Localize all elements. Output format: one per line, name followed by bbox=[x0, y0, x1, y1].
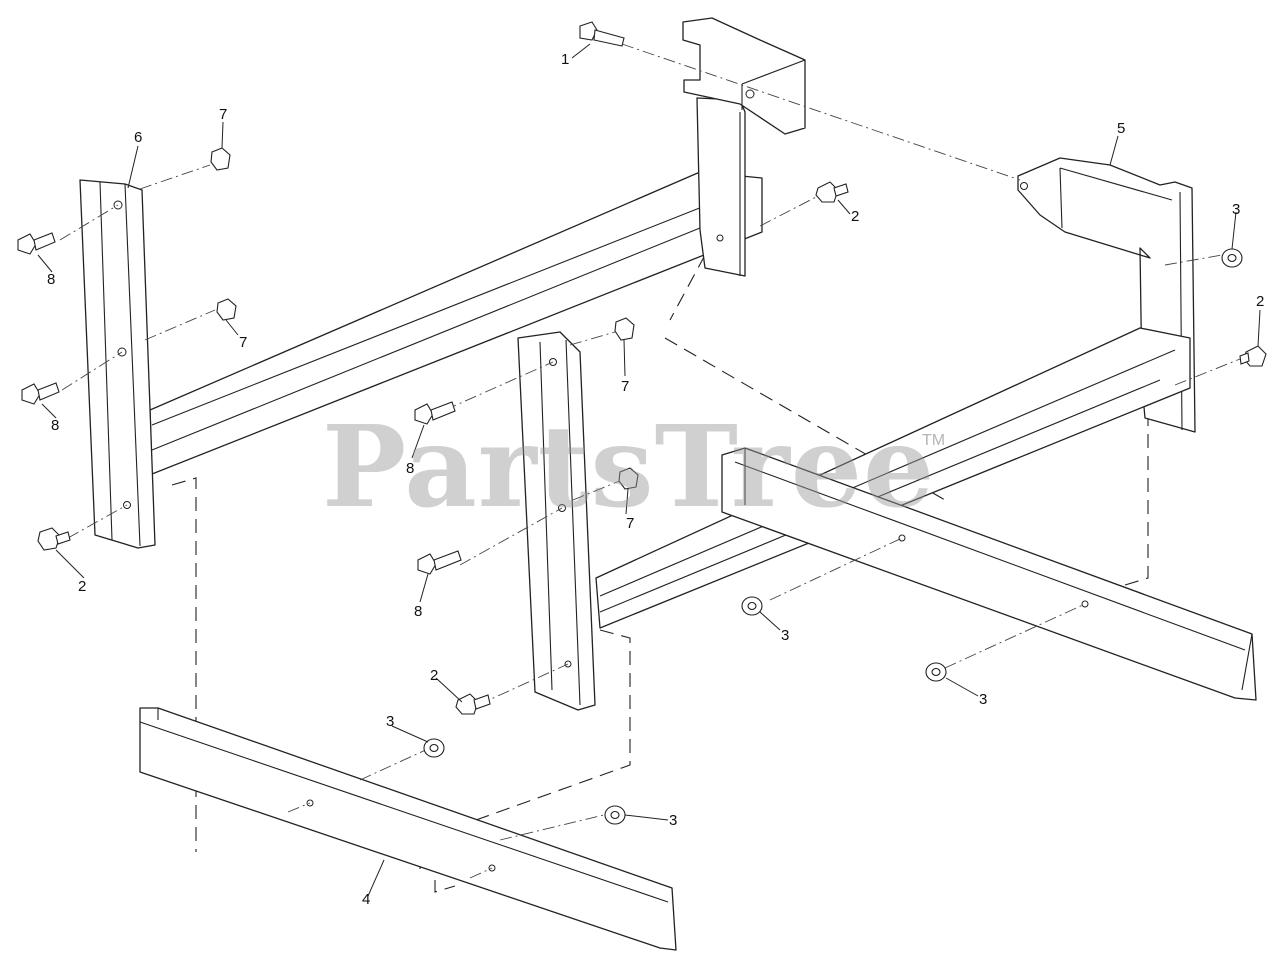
callout-8-d[interactable]: 8 bbox=[414, 603, 423, 620]
left-upright-part-6 bbox=[79, 179, 156, 549]
callout-8-a[interactable]: 8 bbox=[47, 271, 56, 288]
leader-lines bbox=[37, 43, 1261, 897]
callout-3-b[interactable]: 3 bbox=[781, 627, 790, 644]
callout-4[interactable]: 4 bbox=[362, 891, 371, 908]
centerlines bbox=[59, 43, 1251, 879]
callout-3-c[interactable]: 3 bbox=[979, 691, 988, 708]
lower-channel-part-4 bbox=[139, 707, 677, 951]
callout-7-a[interactable]: 7 bbox=[219, 106, 228, 123]
callout-7-b[interactable]: 7 bbox=[239, 334, 248, 351]
callout-3-e[interactable]: 3 bbox=[669, 812, 678, 829]
callout-1[interactable]: 1 bbox=[561, 51, 570, 68]
callout-7-c[interactable]: 7 bbox=[621, 378, 630, 395]
callout-3-a[interactable]: 3 bbox=[1232, 201, 1241, 218]
rear-frame-assembly bbox=[149, 17, 806, 475]
front-frame-assembly bbox=[595, 327, 1257, 701]
callout-2-a[interactable]: 2 bbox=[851, 208, 860, 225]
callout-2-b[interactable]: 2 bbox=[1256, 293, 1265, 310]
callout-2-c[interactable]: 2 bbox=[78, 578, 87, 595]
callout-8-b[interactable]: 8 bbox=[51, 417, 60, 434]
callout-8-c[interactable]: 8 bbox=[406, 460, 415, 477]
middle-upright bbox=[517, 331, 596, 711]
callout-7-d[interactable]: 7 bbox=[626, 515, 635, 532]
callout-3-d[interactable]: 3 bbox=[386, 713, 395, 730]
trademark-symbol: TM bbox=[922, 432, 946, 449]
partstree-watermark: PartsTree bbox=[322, 402, 936, 533]
hardware bbox=[17, 21, 1267, 825]
callout-2-d[interactable]: 2 bbox=[430, 667, 439, 684]
callout-5[interactable]: 5 bbox=[1117, 120, 1126, 137]
callout-6[interactable]: 6 bbox=[134, 129, 143, 146]
